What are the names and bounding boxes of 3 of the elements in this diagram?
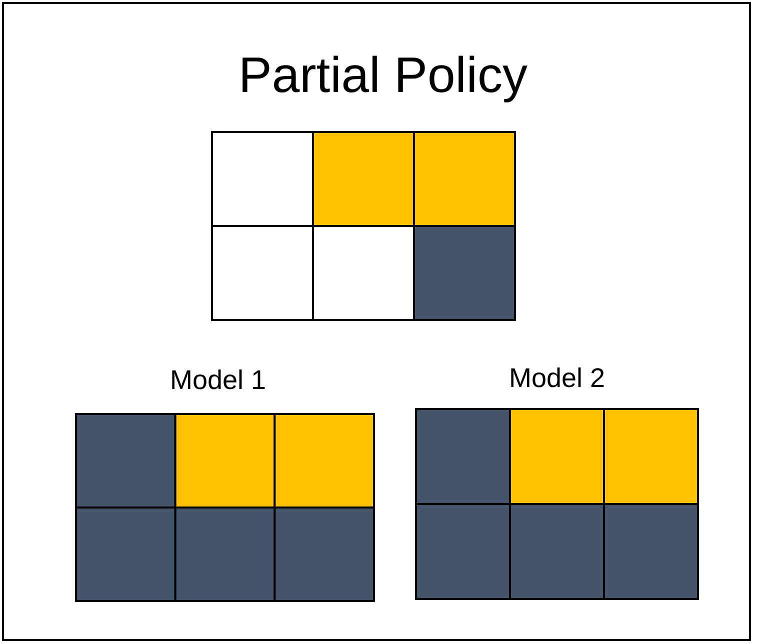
title: Partial Policy — [238, 46, 528, 104]
grid-caption: Model 2 — [509, 362, 606, 394]
grid-caption: Model 1 — [170, 364, 266, 396]
